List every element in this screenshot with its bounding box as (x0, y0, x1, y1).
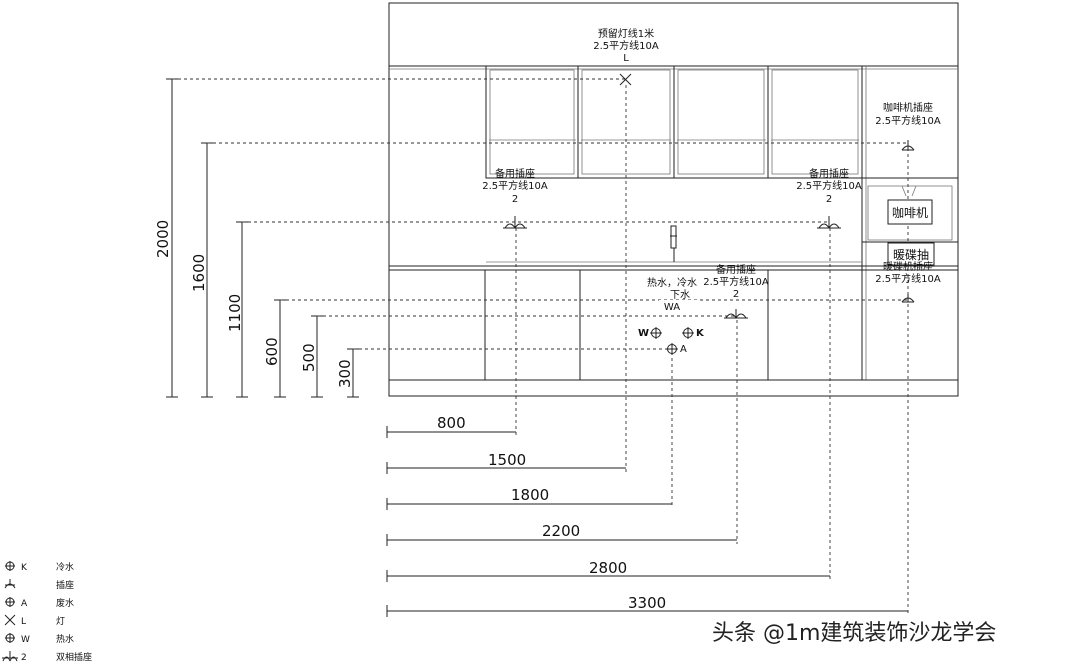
legend-item: 插座 (4, 579, 74, 591)
socket-icon (901, 294, 915, 303)
warmer-drawer-box: 暖碟抽 (887, 242, 935, 266)
legend-item: K 冷水 (5, 561, 74, 573)
legend-item: 2 双相插座 (2, 651, 92, 663)
pipe-cross-icon (666, 343, 678, 355)
watermark-text: 头条 @1m建筑装饰沙龙学会 (712, 621, 996, 646)
warmer-socket: 暖碟机插座 2.5平方线10A (875, 260, 941, 303)
pipe-cross-icon (5, 597, 15, 607)
legend-text: 冷水 (56, 561, 74, 573)
spare-left-line1: 备用插座 (495, 167, 535, 180)
legend-symbol: W (21, 635, 30, 645)
spare-left-tag: 2 (512, 194, 518, 205)
socket-icon (901, 140, 915, 151)
spare-low-line1: 备用插座 (716, 263, 756, 276)
legend-symbol: A (21, 599, 28, 609)
hdim-800: 800 (437, 414, 466, 432)
legend-symbol: L (21, 617, 26, 627)
spare-right-tag: 2 (826, 194, 832, 205)
vdim-1600: 1600 (190, 254, 208, 292)
water-label-line2: 下水 (670, 289, 690, 301)
cabinet-elevation (388, 2, 959, 397)
legend-symbol: 2 (21, 653, 27, 663)
legend-text: 插座 (56, 579, 74, 591)
spare-right-line2: 2.5平方线10A (796, 179, 862, 192)
warmer-drawer-label: 暖碟抽 (893, 248, 929, 262)
pipe-cross-icon (5, 633, 15, 643)
double-socket-icon (724, 309, 748, 319)
water-points: 热水，冷水 下水 WA W K A (638, 276, 705, 355)
spare-socket-left: 备用插座 2.5平方线10A 2 (482, 167, 548, 229)
cold-water-tag: K (696, 328, 705, 339)
coffee-machine-box: 咖啡机 (887, 199, 933, 225)
light-point: 预留灯线1米 2.5平方线10A L (593, 27, 659, 86)
spare-socket-low: 备用插座 2.5平方线10A 2 (703, 263, 769, 319)
vdim-600: 600 (263, 337, 281, 366)
warmer-socket-line2: 2.5平方线10A (875, 272, 941, 285)
legend-item: L 灯 (4, 614, 65, 627)
vdim-1100: 1100 (226, 294, 244, 332)
warmer-socket-line1: 暖碟机插座 (883, 260, 933, 273)
light-label-line1: 预留灯线1米 (598, 27, 654, 40)
legend-text: 双相插座 (56, 651, 92, 663)
legend-item: W 热水 (5, 633, 74, 645)
horizontal-dimensions: 800 1500 1800 2200 2800 3300 (386, 85, 909, 617)
legend-text: 热水 (56, 633, 74, 645)
coffee-machine-label: 咖啡机 (892, 205, 928, 220)
vertical-dimensions: 2000 1600 1100 600 500 300 (154, 78, 908, 398)
pipe-cross-icon (682, 327, 694, 339)
light-tag: L (623, 53, 629, 64)
spare-right-line1: 备用插座 (809, 167, 849, 180)
spare-low-tag: 2 (733, 289, 739, 300)
pipe-cross-icon (650, 327, 662, 339)
double-socket-icon (503, 216, 527, 229)
light-label-line2: 2.5平方线10A (593, 39, 659, 52)
coffee-socket-line2: 2.5平方线10A (875, 114, 941, 127)
vdim-2000: 2000 (154, 220, 172, 258)
socket-icon (4, 579, 16, 589)
hdim-2200: 2200 (542, 522, 580, 540)
light-x-icon (4, 614, 16, 626)
double-socket-icon (817, 216, 841, 229)
spare-low-line2: 2.5平方线10A (703, 275, 769, 288)
hdim-1500: 1500 (488, 451, 526, 469)
hdim-3300: 3300 (628, 594, 666, 612)
legend-symbol: K (21, 563, 28, 573)
spare-left-line2: 2.5平方线10A (482, 179, 548, 192)
coffee-socket: 咖啡机插座 2.5平方线10A (875, 101, 941, 151)
legend: K 冷水 插座 A 废水 L (2, 561, 92, 663)
spare-socket-right: 备用插座 2.5平方线10A 2 (796, 167, 862, 229)
vdim-500: 500 (300, 343, 318, 372)
legend-text: 灯 (56, 616, 65, 627)
legend-item: A 废水 (5, 597, 74, 609)
coffee-socket-line1: 咖啡机插座 (883, 101, 933, 114)
drain-tag: A (680, 344, 687, 355)
pipe-cross-icon (5, 561, 15, 571)
light-x-icon (619, 73, 632, 86)
vdim-300: 300 (336, 359, 354, 388)
water-label-line1: 热水，冷水 (647, 276, 697, 289)
hdim-2800: 2800 (589, 559, 627, 577)
water-tag: WA (664, 302, 680, 313)
legend-text: 废水 (56, 597, 74, 609)
double-socket-icon (2, 651, 18, 662)
hdim-1800: 1800 (511, 486, 549, 504)
hot-water-tag: W (638, 328, 649, 339)
